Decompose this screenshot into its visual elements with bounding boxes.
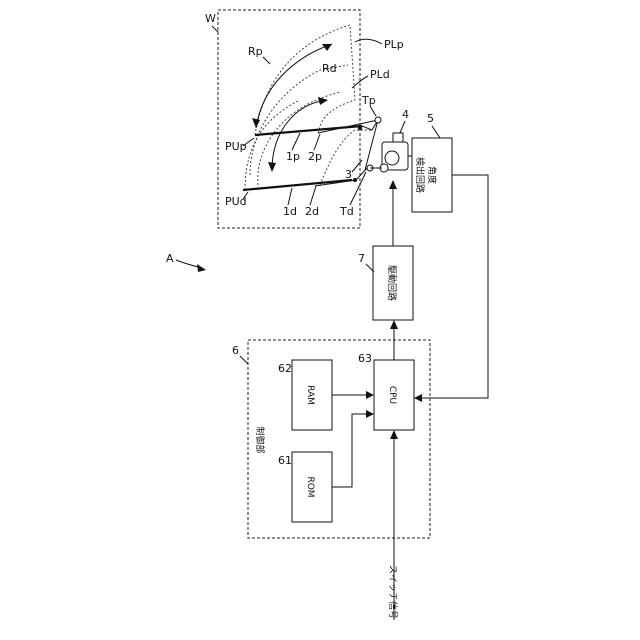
motor-rotor bbox=[385, 151, 399, 165]
angle-detect-label-2: 検出回路 bbox=[414, 157, 426, 193]
label-Rp: Rp bbox=[248, 45, 263, 58]
leader-1p bbox=[292, 133, 300, 150]
label-Tp: Tp bbox=[361, 94, 376, 107]
sweep-arc-lower bbox=[245, 100, 300, 190]
wiper-blade-lower bbox=[243, 180, 352, 190]
label-62: 62 bbox=[278, 362, 292, 375]
control-unit-label: 制御部 bbox=[254, 426, 266, 453]
leader-W bbox=[212, 26, 218, 32]
arrowhead-ram-to-cpu bbox=[366, 391, 374, 399]
leader-4 bbox=[400, 121, 405, 133]
figure-label-A: A bbox=[166, 252, 174, 265]
arrowhead-rom-to-cpu bbox=[366, 410, 374, 418]
label-PUd: PUd bbox=[225, 195, 247, 208]
label-1d: 1d bbox=[283, 205, 297, 218]
leader-5 bbox=[432, 126, 440, 138]
leader-PLd bbox=[352, 76, 368, 88]
arrowhead-angle-to-cpu bbox=[414, 394, 422, 402]
arrowhead-A bbox=[197, 264, 206, 272]
motor-cap bbox=[393, 133, 403, 142]
leader-2d bbox=[310, 186, 316, 205]
arrowhead-cpu-to-drive bbox=[390, 320, 398, 329]
label-PLd: PLd bbox=[370, 68, 390, 81]
angle-detect-label-1: 角度 bbox=[426, 166, 438, 184]
label-7: 7 bbox=[358, 252, 365, 265]
arrowhead-Rp-start bbox=[252, 118, 260, 128]
label-PUp: PUp bbox=[225, 140, 247, 153]
pivot-Tp bbox=[375, 117, 381, 123]
arrowhead-drive-to-motor bbox=[389, 180, 397, 189]
leader-Td bbox=[350, 172, 366, 205]
label-2d: 2d bbox=[305, 205, 319, 218]
label-2p: 2p bbox=[308, 150, 322, 163]
label-4: 4 bbox=[402, 108, 409, 121]
arrowhead-Rd-start bbox=[268, 162, 276, 172]
leader-2p bbox=[314, 134, 320, 150]
sweep-arc-Rd-inner bbox=[258, 92, 340, 185]
arrowhead-switch-to-cpu bbox=[390, 430, 398, 439]
leader-Tp bbox=[370, 106, 376, 116]
joint-upper bbox=[358, 126, 362, 130]
leader-1d bbox=[288, 188, 292, 205]
cpu-label: CPU bbox=[387, 386, 397, 404]
label-63: 63 bbox=[358, 352, 372, 365]
arrowhead-Rd-end bbox=[318, 97, 328, 105]
label-6: 6 bbox=[232, 344, 239, 357]
wiper-arm-upper bbox=[318, 120, 378, 133]
drive-circuit-label: 駆動回路 bbox=[386, 265, 398, 301]
sweep-upper-outline bbox=[255, 25, 355, 135]
label-W: W bbox=[205, 12, 216, 25]
ram-label: RAM bbox=[305, 385, 315, 405]
label-5: 5 bbox=[427, 112, 434, 125]
switch-signal-label: スイッチ信号 bbox=[387, 565, 399, 619]
label-PLp: PLp bbox=[384, 38, 404, 51]
rom-label: ROM bbox=[305, 476, 315, 497]
leader-6 bbox=[240, 356, 248, 364]
label-1p: 1p bbox=[286, 150, 300, 163]
label-Td: Td bbox=[339, 205, 354, 218]
label-61: 61 bbox=[278, 454, 292, 467]
label-Rd: Rd bbox=[322, 62, 337, 75]
leader-Rp bbox=[263, 57, 270, 64]
joint-lower bbox=[353, 178, 357, 182]
wire-rom-to-cpu bbox=[332, 414, 368, 487]
leader-PLp bbox=[355, 39, 382, 44]
label-3: 3 bbox=[345, 168, 352, 181]
